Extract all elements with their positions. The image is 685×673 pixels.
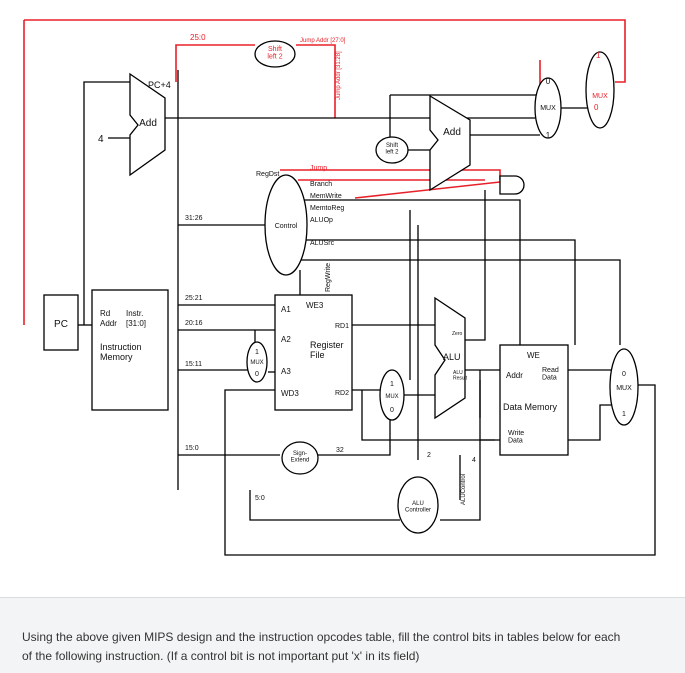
jump-mux	[585, 51, 615, 129]
sign-extend-label: Sign-Extend	[291, 451, 310, 464]
dmem-addr-label: Addr	[506, 371, 523, 380]
branch-and-gate	[499, 175, 525, 195]
rf-we3: WE3	[306, 301, 324, 310]
shift-left2-top	[254, 40, 296, 68]
alu-ctrl-bits-a: 2	[427, 452, 431, 459]
jump-mux-label: MUX	[592, 93, 608, 100]
alu-ctrl-bits-b: 4	[472, 457, 476, 464]
ctrl-regwrite: RegWrite	[325, 263, 332, 292]
regdst-mux-label: MUX	[250, 360, 263, 366]
ctrl-alusrc: ALUSrc	[310, 240, 335, 247]
regdst-mux-zero: 0	[255, 371, 259, 378]
pc-register	[43, 294, 79, 351]
jump-addr-vertical-label: Jump Addr [31:28]	[336, 51, 342, 100]
alu-zero-label: Zero	[452, 331, 463, 337]
jump-mux-one: 1	[596, 51, 601, 60]
alusrc-mux-label: MUX	[385, 394, 398, 400]
branch-mux	[534, 77, 562, 139]
register-file	[274, 294, 353, 411]
shift-left2-mid	[375, 136, 409, 164]
regdst-mux-one: 1	[255, 349, 259, 356]
rf-a3: A3	[281, 367, 291, 376]
rf-rd1: RD1	[335, 323, 349, 330]
branch-mux-label: MUX	[540, 105, 556, 112]
dmem-title: Data Memory	[503, 402, 558, 412]
alusrc-mux-one: 1	[390, 381, 394, 388]
rf-a2: A2	[281, 335, 291, 344]
add1-label: Add	[139, 118, 157, 129]
question-text: Using the above given MIPS design and th…	[22, 630, 621, 663]
jump-mux-zero: 0	[594, 103, 599, 112]
control-unit	[264, 174, 308, 276]
imem-addr-label: Addr	[100, 319, 117, 328]
memtoreg-mux-zero: 0	[622, 371, 626, 378]
pc-plus4-label: PC+4	[148, 80, 171, 90]
ctrl-jump: Jump	[310, 165, 327, 172]
rf-wd3: WD3	[281, 389, 299, 398]
datapath-wires	[78, 70, 656, 556]
sign-extend	[281, 441, 319, 475]
ctrl-branch: Branch	[310, 181, 332, 188]
instruction-memory	[91, 289, 169, 411]
alu-label: ALU	[443, 352, 461, 362]
bits-5-0-label: 5:0	[255, 495, 265, 502]
dmem-we-label: WE	[527, 351, 540, 360]
four-label: 4	[98, 134, 104, 145]
jump-addr-label: Jump Addr [27:0]	[300, 38, 346, 44]
rf-rd2: RD2	[335, 390, 349, 397]
alu	[434, 296, 466, 420]
bits-20-16-label: 20:16	[185, 320, 203, 327]
pc-plus4-adder	[129, 72, 166, 177]
question-caption-panel: Using the above given MIPS design and th…	[0, 597, 685, 673]
bits-15-0-label: 15:0	[185, 445, 199, 452]
alu-controller	[397, 476, 439, 534]
branch-mux-zero: 0	[546, 77, 551, 86]
branch-mux-one: 1	[546, 131, 551, 140]
bits-31-26-label: 31:26	[185, 215, 203, 222]
memtoreg-mux-one: 1	[622, 411, 626, 418]
rf-a1: A1	[281, 305, 291, 314]
regdst-mux	[246, 341, 268, 383]
control-label: Control	[275, 223, 298, 230]
imem-instr-label: Instr.	[126, 309, 143, 318]
bits-25-21-label: 25:21	[185, 295, 203, 302]
alu-control-vertical-label: ALUControl	[461, 474, 467, 505]
ctrl-aluop: ALUOp	[310, 217, 333, 224]
bits-25-0-label: 25:0	[190, 33, 206, 42]
alusrc-mux-zero: 0	[390, 407, 394, 414]
ctrl-regdst: RegDst	[256, 171, 279, 178]
imem-rd-label: Rd	[100, 309, 110, 318]
memtoreg-mux-label: MUX	[616, 385, 632, 392]
sign-bits-label: 32	[336, 447, 344, 454]
imem-instr-bits-label: [31:0]	[126, 319, 146, 328]
pc-label: PC	[54, 319, 68, 330]
bits-15-11-label: 15:11	[185, 361, 202, 368]
add2-label: Add	[443, 127, 461, 138]
ctrl-memtoreg: MemtoReg	[310, 205, 344, 212]
memtoreg-mux	[609, 348, 639, 426]
data-memory	[499, 344, 569, 456]
branch-adder	[429, 94, 471, 192]
alusrc-mux	[379, 369, 405, 421]
ctrl-memwrite: MemWrite	[310, 193, 342, 200]
